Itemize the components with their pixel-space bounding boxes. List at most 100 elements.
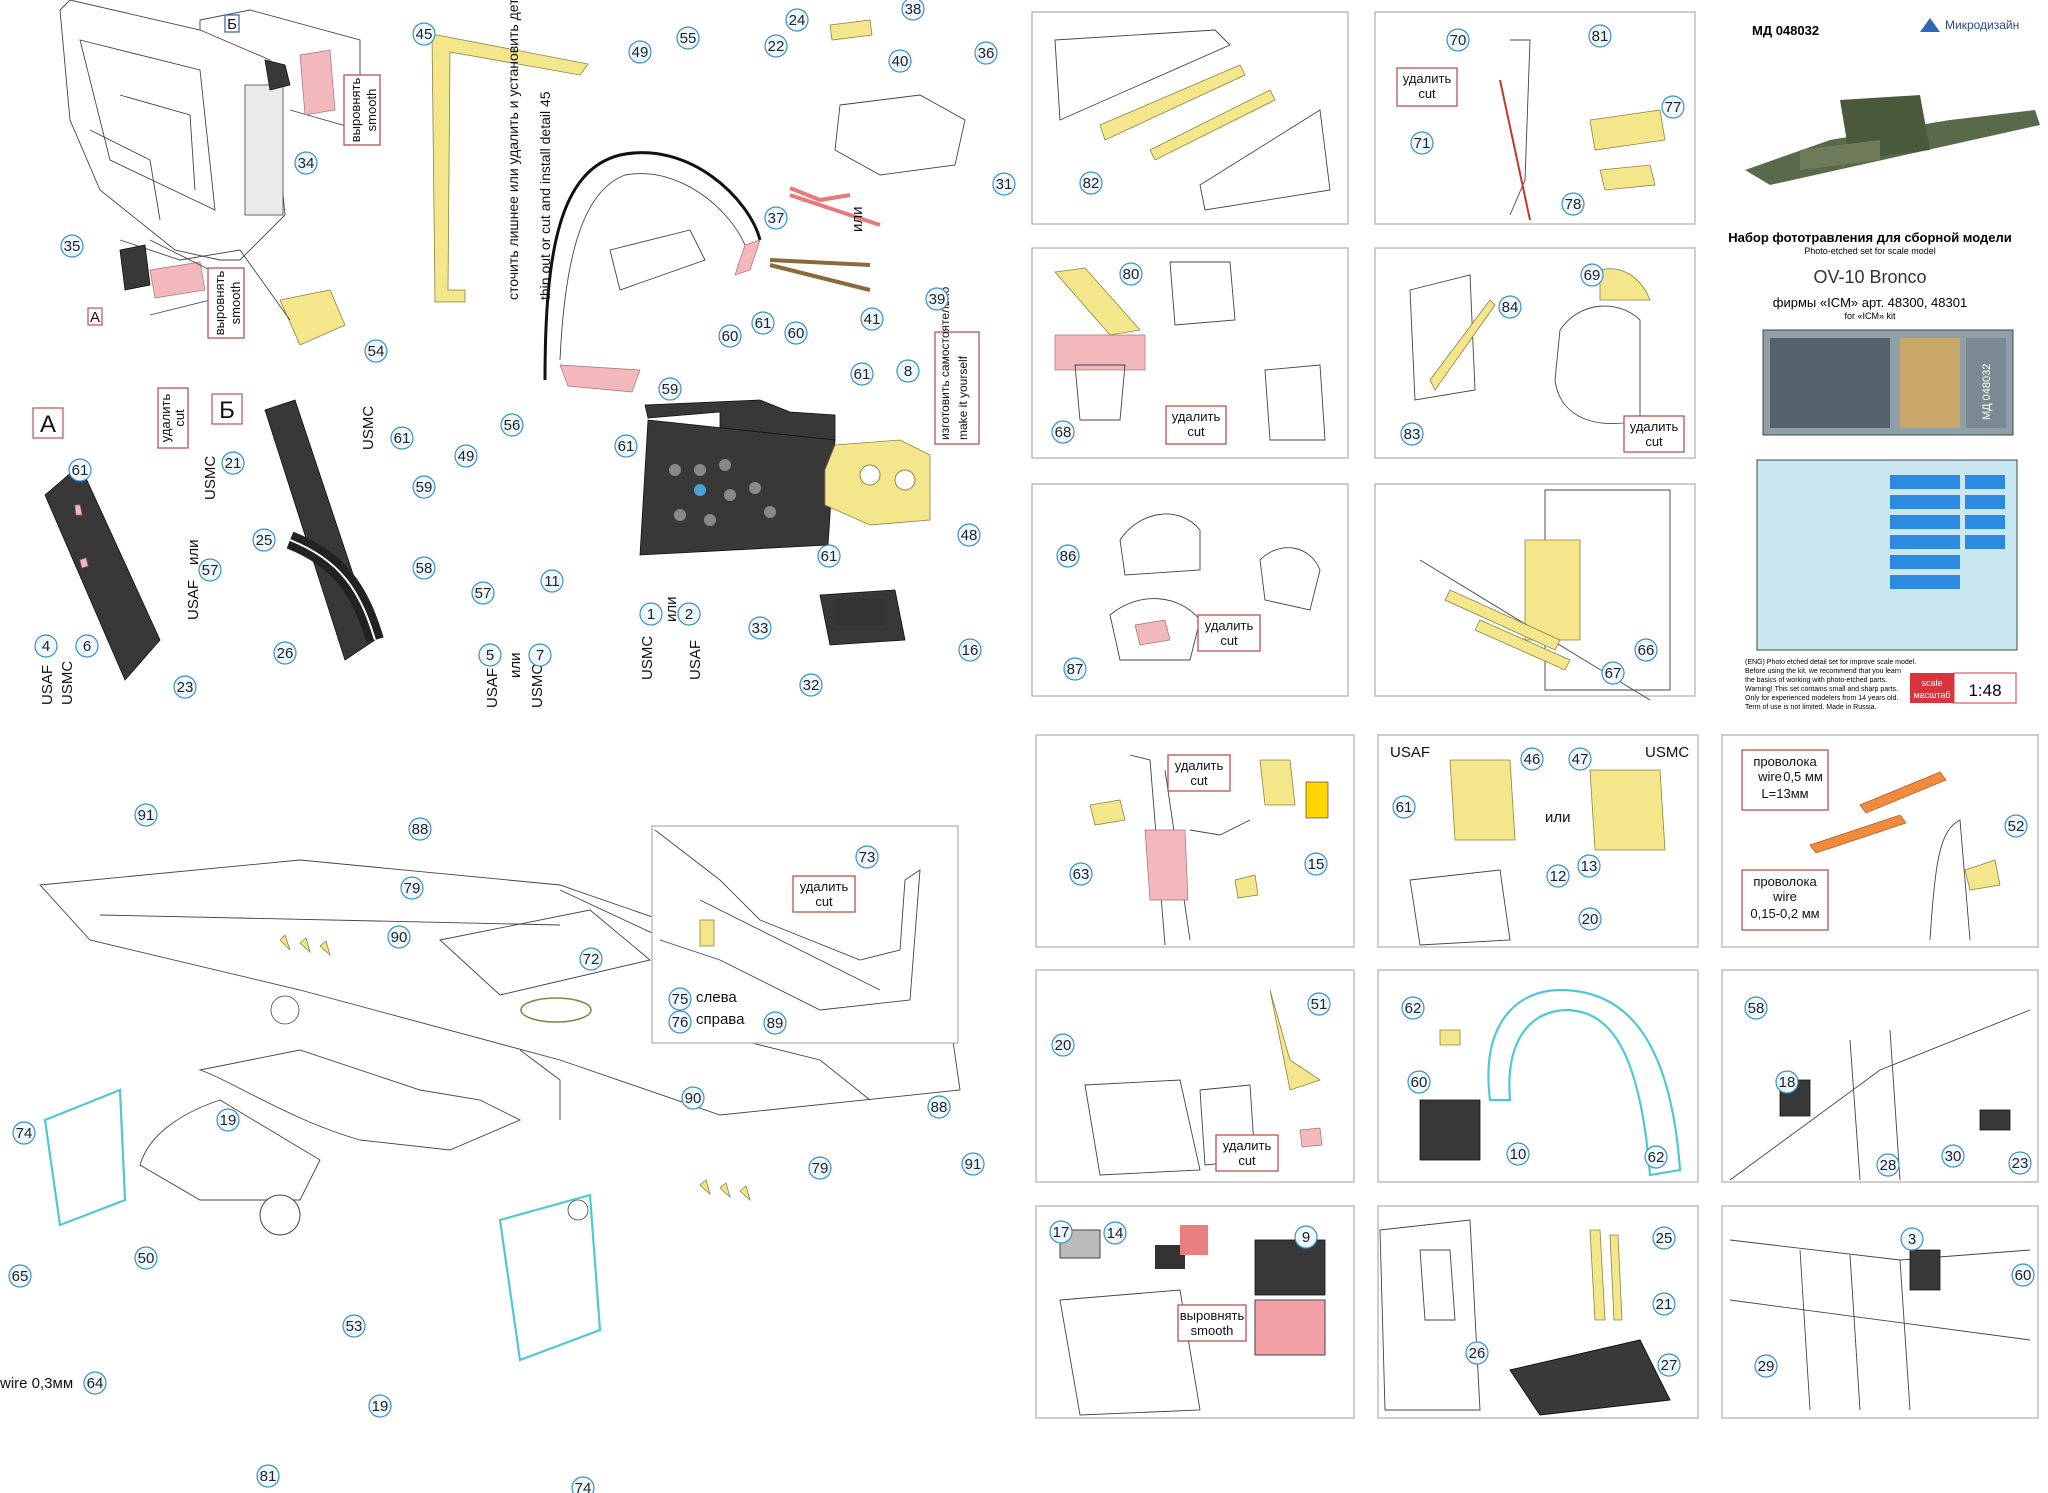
callout-60: 60 <box>718 324 742 348</box>
callout-number: 45 <box>416 26 433 43</box>
wire-015: 0,15-0,2 мм <box>1750 906 1819 921</box>
wire-en-2: wire <box>1772 889 1797 904</box>
callout-number: 61 <box>755 315 772 332</box>
callout-number: 21 <box>225 455 242 472</box>
callout-82: 82 <box>1079 171 1103 195</box>
callout-16: 16 <box>958 638 982 662</box>
callout-19: 19 <box>368 1394 392 1418</box>
callout-64: 64 <box>83 1371 107 1395</box>
usaf-2: USAF <box>687 640 704 680</box>
callout-number: 20 <box>1582 911 1599 928</box>
callout-number: 25 <box>256 532 273 549</box>
callout-number: 66 <box>1638 642 1655 659</box>
wire-en-1: wire <box>1757 769 1782 784</box>
cockpit-tub-diagram <box>59 0 361 346</box>
callout-21: 21 <box>221 451 245 475</box>
callout-number: 72 <box>583 951 600 968</box>
callout-number: 57 <box>202 562 219 579</box>
smooth-label-en: smooth <box>364 89 379 132</box>
callout-number: 9 <box>1302 1229 1310 1246</box>
callout-78: 78 <box>1561 192 1585 216</box>
canopy-diagram <box>543 151 762 393</box>
callout-number: 19 <box>372 1398 389 1415</box>
callout-number: 36 <box>978 45 995 62</box>
callout-number: 59 <box>662 381 679 398</box>
callout-88: 88 <box>408 817 432 841</box>
wire-len: L=13мм <box>1761 786 1808 801</box>
cut-en-p4: cut <box>1645 434 1663 449</box>
callout-77: 77 <box>1661 95 1685 119</box>
wire-05: 0,5 мм <box>1783 769 1823 784</box>
or-1-2: или <box>663 596 680 622</box>
callout-number: 16 <box>962 642 979 659</box>
callout-36: 36 <box>974 41 998 65</box>
callout-number: 61 <box>394 430 411 447</box>
callout-number: 4 <box>42 638 50 655</box>
callout-80: 80 <box>1119 262 1143 286</box>
callout-number: 39 <box>929 291 946 308</box>
callout-number: 19 <box>220 1112 237 1129</box>
callout-25: 25 <box>252 528 276 552</box>
cut-ru-p5: удалить <box>1205 618 1254 633</box>
callout-3: 3 <box>1900 1227 1924 1251</box>
callout-number: 91 <box>965 1156 982 1173</box>
callout-number: 60 <box>788 325 805 342</box>
callout-90: 90 <box>681 1086 705 1110</box>
callout-number: 61 <box>821 548 838 565</box>
callout-number: 55 <box>680 30 697 47</box>
callout-number: 32 <box>803 677 820 694</box>
side-panel-a <box>44 464 161 681</box>
callout-number: 15 <box>1308 856 1325 873</box>
cut-en-p2: cut <box>1418 86 1436 101</box>
callout-8: 8 <box>896 359 920 383</box>
callout-number: 78 <box>1565 196 1582 213</box>
callout-46: 46 <box>1520 747 1544 771</box>
callout-52: 52 <box>2004 814 2028 838</box>
or-5-7: или <box>507 652 524 678</box>
smooth-en-p13: smooth <box>1191 1323 1234 1338</box>
callout-61: 61 <box>850 362 874 386</box>
callout-number: 53 <box>346 1318 363 1335</box>
callout-number: 63 <box>1073 866 1090 883</box>
callout-61: 61 <box>1392 795 1416 819</box>
callout-61: 61 <box>751 311 775 335</box>
callout-5: 5 <box>478 643 502 667</box>
cut-ru-p3: удалить <box>1172 409 1221 424</box>
callout-number: 27 <box>1661 1357 1678 1374</box>
thin-out-note: сточить лишнее или удалить и установить … <box>505 0 553 300</box>
callout-number: 26 <box>1469 1345 1486 1362</box>
callout-number: 91 <box>138 807 155 824</box>
svg-text:thin out or cut and install de: thin out or cut and install detail 45 <box>537 91 553 300</box>
callout-number: 61 <box>1396 799 1413 816</box>
callout-number: 46 <box>1524 751 1541 768</box>
callout-number: 87 <box>1067 661 1084 678</box>
cut-ru-tail: удалить <box>800 879 849 894</box>
callout-26: 26 <box>273 641 297 665</box>
cut-en-p7: cut <box>1190 773 1208 788</box>
callout-number: 74 <box>575 1480 592 1493</box>
callout-number: 65 <box>12 1268 29 1285</box>
usmc-6: USMC <box>59 661 76 705</box>
callout-66: 66 <box>1634 638 1658 662</box>
smooth-ru-p13: выровнять <box>1180 1308 1245 1323</box>
callout-number: 83 <box>1404 426 1421 443</box>
callout-21: 21 <box>1652 1292 1676 1316</box>
callout-60: 60 <box>1407 1070 1431 1094</box>
callout-18: 18 <box>1775 1070 1799 1094</box>
callout-47: 47 <box>1568 747 1592 771</box>
callout-number: 21 <box>1656 1296 1673 1313</box>
maker-line: фирмы «ICM» арт. 48300, 48301 <box>1773 295 1967 310</box>
callout-57: 57 <box>471 581 495 605</box>
brand-logo-icon <box>1920 18 1940 32</box>
callout-number: 14 <box>1107 1225 1124 1242</box>
callout-number: 49 <box>458 448 475 465</box>
callout-30: 30 <box>1941 1144 1965 1168</box>
callout-number: 60 <box>2015 1267 2032 1284</box>
callout-number: 58 <box>1748 1000 1765 1017</box>
callout-40: 40 <box>888 49 912 73</box>
callout-49: 49 <box>454 444 478 468</box>
callout-number: 90 <box>685 1090 702 1107</box>
usmc-upper: USMC <box>360 406 377 450</box>
callout-32: 32 <box>799 673 823 697</box>
